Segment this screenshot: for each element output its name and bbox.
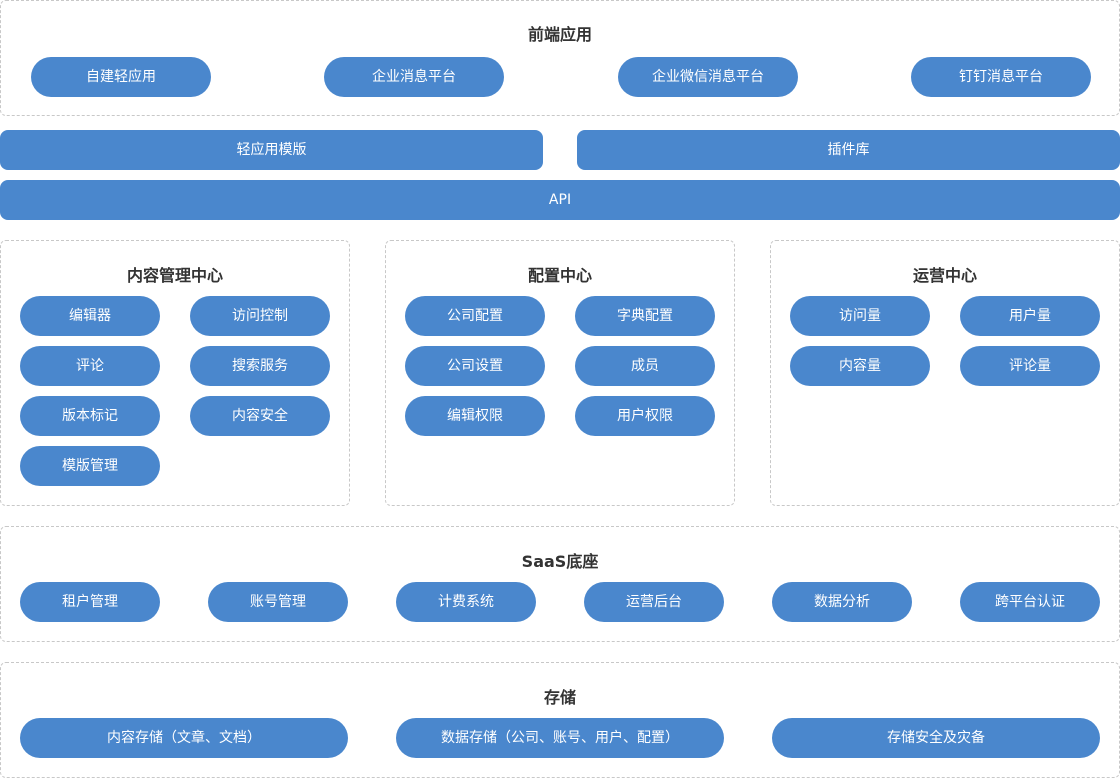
content-center-section: 内容管理中心 编辑器 访问控制 评论 搜索服务 版本标记 内容安全 模版管理 [0,240,350,506]
saas-item-account-management: 账号管理 [208,582,348,622]
config-item-company-config: 公司配置 [405,296,545,336]
content-item-comments: 评论 [20,346,160,386]
ops-item-content-volume: 内容量 [790,346,930,386]
ops-center-section: 运营中心 访问量 用户量 内容量 评论量 [770,240,1120,506]
light-app-templates-bar: 轻应用模版 [0,130,543,170]
frontend-item-enterprise-message: 企业消息平台 [324,57,504,97]
saas-base-title: SaaS底座 [521,552,599,571]
frontend-item-dingtalk-message: 钉钉消息平台 [911,57,1091,97]
config-item-user-permissions: 用户权限 [575,396,715,436]
content-item-access-control: 访问控制 [190,296,330,336]
ops-item-comment-volume: 评论量 [960,346,1100,386]
ops-item-users: 用户量 [960,296,1100,336]
config-item-dictionary-config: 字典配置 [575,296,715,336]
config-center-section: 配置中心 公司配置 字典配置 公司设置 成员 编辑权限 用户权限 [385,240,735,506]
ops-item-visits: 访问量 [790,296,930,336]
saas-item-cross-platform-auth: 跨平台认证 [960,582,1100,622]
storage-item-security-disaster-recovery: 存储安全及灾备 [772,718,1100,758]
frontend-title: 前端应用 [527,25,592,44]
content-center-title: 内容管理中心 [126,266,223,285]
storage-title: 存储 [543,688,576,707]
plugin-library-bar: 插件库 [577,130,1120,170]
saas-item-billing-system: 计费系统 [396,582,536,622]
config-item-edit-permissions: 编辑权限 [405,396,545,436]
content-item-search-service: 搜索服务 [190,346,330,386]
ops-center-title: 运营中心 [912,266,977,285]
content-item-editor: 编辑器 [20,296,160,336]
config-center-title: 配置中心 [527,266,592,285]
saas-base-section: SaaS底座 租户管理 账号管理 计费系统 运营后台 数据分析 跨平台认证 [0,526,1120,642]
config-item-members: 成员 [575,346,715,386]
api-bar: API [0,180,1120,220]
content-item-version-tag: 版本标记 [20,396,160,436]
storage-section: 存储 内容存储（文章、文档） 数据存储（公司、账号、用户、配置） 存储安全及灾备 [0,662,1120,778]
config-item-company-settings: 公司设置 [405,346,545,386]
frontend-section: 前端应用 自建轻应用 企业消息平台 企业微信消息平台 钉钉消息平台 [0,0,1120,116]
saas-item-tenant-management: 租户管理 [20,582,160,622]
frontend-item-self-built-app: 自建轻应用 [31,57,211,97]
frontend-item-wecom-message: 企业微信消息平台 [618,57,798,97]
content-item-template-management: 模版管理 [20,446,160,486]
saas-item-data-analysis: 数据分析 [772,582,912,622]
saas-item-ops-backend: 运营后台 [584,582,724,622]
storage-item-content-storage: 内容存储（文章、文档） [20,718,348,758]
content-item-content-security: 内容安全 [190,396,330,436]
storage-item-data-storage: 数据存储（公司、账号、用户、配置） [396,718,724,758]
